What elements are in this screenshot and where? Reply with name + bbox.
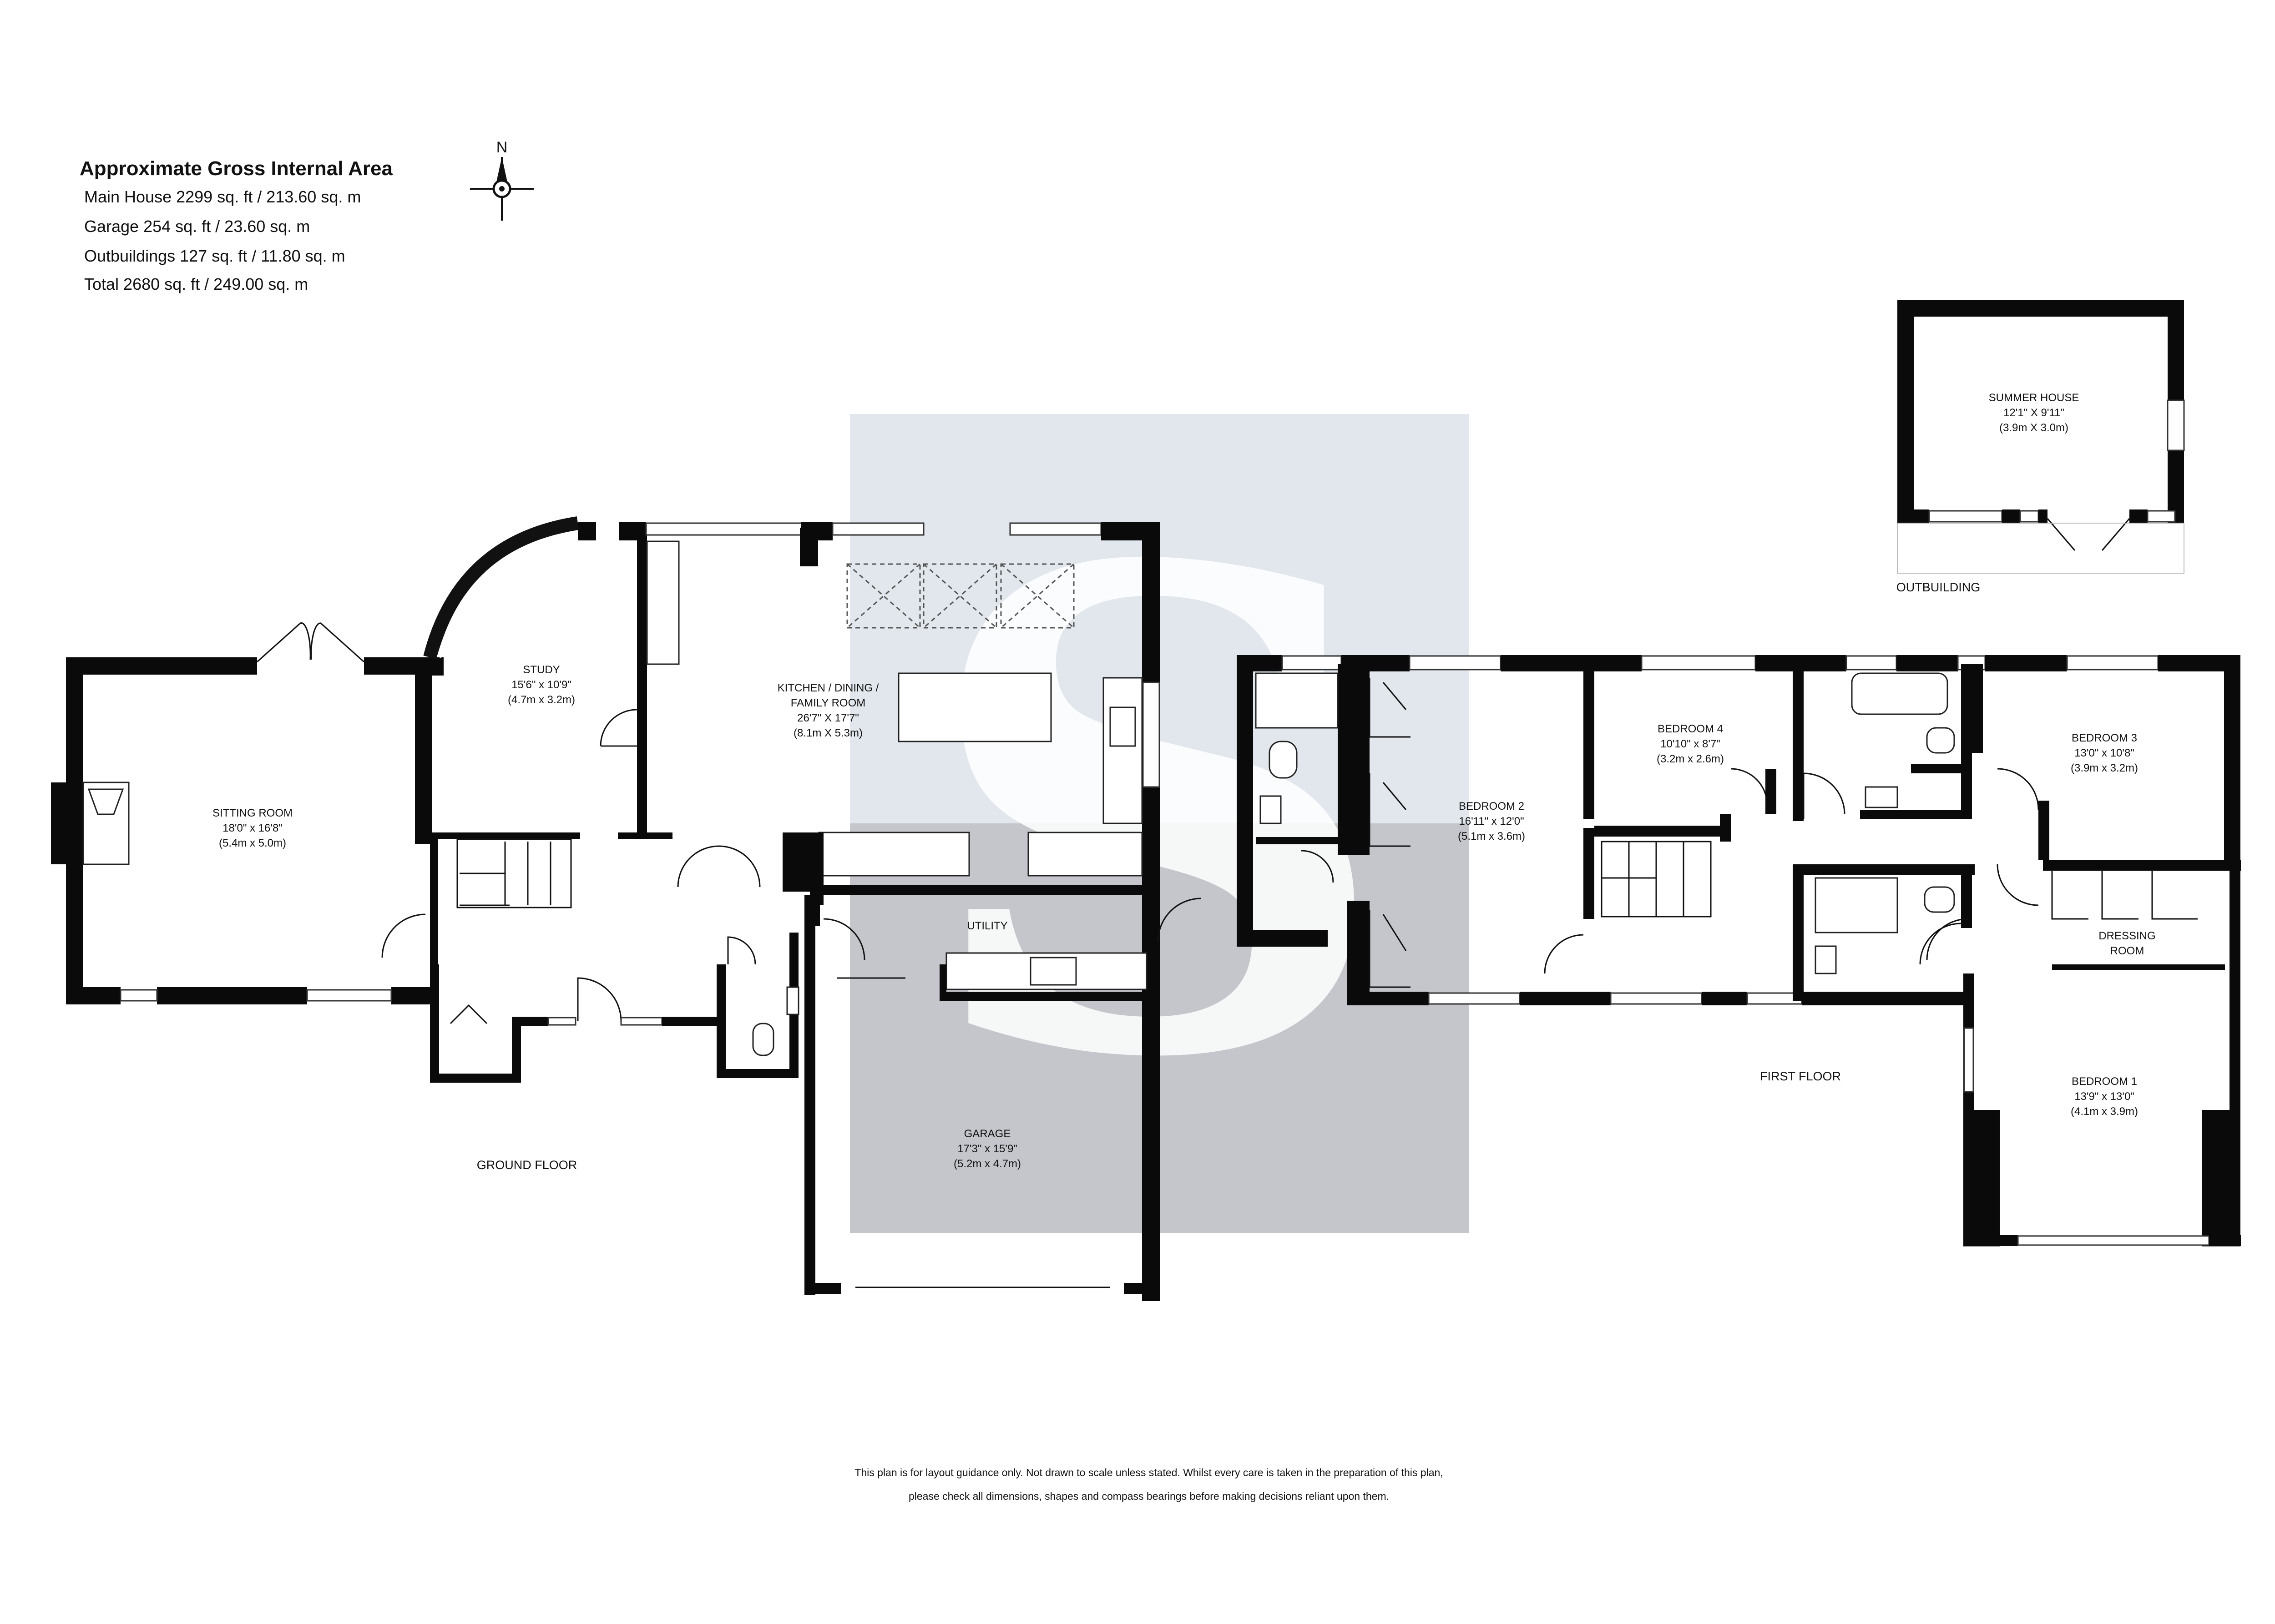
room-dimensions-metric: (3.9m X 3.0m)	[1999, 422, 2068, 434]
room-dimensions-metric: (5.4m x 5.0m)	[219, 837, 286, 849]
disclaimer: This plan is for layout guidance only. N…	[854, 1467, 1443, 1502]
room-name: SITTING ROOM	[212, 807, 293, 819]
room-name: BEDROOM 4	[1658, 723, 1723, 735]
room-dimensions-metric: (4.7m x 3.2m)	[508, 694, 575, 706]
room-bedroom-4: BEDROOM 4 10'10" x 8'7" (3.2m x 2.6m)	[1657, 723, 1724, 765]
room-dressing-room: DRESSING ROOM	[2098, 930, 2155, 957]
room-dimensions-metric: (5.2m x 4.7m)	[954, 1158, 1021, 1170]
compass-north-label: N	[496, 139, 508, 156]
room-dimensions-metric: (4.1m x 3.9m)	[2071, 1105, 2138, 1118]
room-bedroom-3: BEDROOM 3 13'0" x 10'8" (3.9m x 3.2m)	[2071, 732, 2138, 774]
room-dimensions-imperial: 16'11" x 12'0"	[1459, 815, 1524, 827]
room-name: STUDY	[523, 664, 560, 676]
first-floor-caption: FIRST FLOOR	[1760, 1069, 1841, 1083]
first-floor-plan	[1237, 655, 2241, 1246]
room-dimensions-imperial: 13'9" x 13'0"	[2074, 1090, 2134, 1103]
room-dimensions-metric: (3.9m x 3.2m)	[2071, 762, 2138, 774]
compass-rose-icon: N	[470, 139, 534, 221]
room-dimensions-metric: (3.2m x 2.6m)	[1657, 753, 1724, 765]
area-summary-title: Approximate Gross Internal Area	[80, 157, 393, 180]
room-name: SUMMER HOUSE	[1989, 392, 2079, 404]
room-sitting-room: SITTING ROOM 18'0" x 16'8" (5.4m x 5.0m)	[212, 807, 293, 849]
area-line-total: Total 2680 sq. ft / 249.00 sq. m	[84, 275, 308, 293]
outbuilding-caption: OUTBUILDING	[1896, 580, 1981, 594]
room-study: STUDY 15'6" x 10'9" (4.7m x 3.2m)	[508, 664, 575, 706]
room-summer-house: SUMMER HOUSE 12'1" X 9'11" (3.9m X 3.0m)	[1989, 392, 2079, 434]
room-garage: GARAGE 17'3" x 15'9" (5.2m x 4.7m)	[954, 1128, 1021, 1170]
room-dimensions-imperial: 10'10" x 8'7"	[1660, 738, 1720, 750]
room-kitchen-dining-family: KITCHEN / DINING / FAMILY ROOM 26'7" X 1…	[778, 682, 879, 739]
ground-floor-caption: GROUND FLOOR	[477, 1158, 577, 1172]
ground-floor-plan	[51, 516, 1202, 1301]
room-dimensions-imperial: 15'6" x 10'9"	[511, 679, 571, 691]
room-name-line2: ROOM	[2110, 945, 2144, 957]
room-bedroom-2: BEDROOM 2 16'11" x 12'0" (5.1m x 3.6m)	[1458, 800, 1525, 842]
area-summary: Approximate Gross Internal Area Main Hou…	[80, 157, 393, 293]
room-name: BEDROOM 2	[1459, 800, 1524, 812]
room-name: BEDROOM 3	[2072, 732, 2137, 744]
disclaimer-line-2: please check all dimensions, shapes and …	[909, 1490, 1389, 1502]
area-line-garage: Garage 254 sq. ft / 23.60 sq. m	[84, 217, 310, 236]
area-line-main-house: Main House 2299 sq. ft / 213.60 sq. m	[84, 187, 361, 206]
room-dimensions-metric: (8.1m X 5.3m)	[794, 727, 863, 739]
room-utility: UTILITY	[967, 920, 1007, 932]
room-name: BEDROOM 1	[2072, 1075, 2137, 1088]
room-name: GARAGE	[964, 1128, 1011, 1140]
room-dimensions-imperial: 13'0" x 10'8"	[2074, 747, 2134, 759]
area-line-outbuildings: Outbuildings 127 sq. ft / 11.80 sq. m	[84, 247, 345, 265]
room-name-line1: KITCHEN / DINING /	[778, 682, 879, 694]
room-dimensions-metric: (5.1m x 3.6m)	[1458, 830, 1525, 842]
room-dimensions-imperial: 12'1" X 9'11"	[2003, 407, 2064, 419]
room-dimensions-imperial: 17'3" x 15'9"	[957, 1143, 1017, 1155]
room-dimensions-imperial: 26'7" X 17'7"	[797, 712, 859, 724]
room-bedroom-1: BEDROOM 1 13'9" x 13'0" (4.1m x 3.9m)	[2071, 1075, 2138, 1118]
disclaimer-line-1: This plan is for layout guidance only. N…	[854, 1467, 1443, 1478]
outbuilding-plan	[1897, 300, 2185, 574]
room-name-line1: DRESSING	[2098, 930, 2155, 942]
room-name-line2: FAMILY ROOM	[791, 697, 865, 709]
room-name: UTILITY	[967, 920, 1007, 932]
room-dimensions-imperial: 18'0" x 16'8"	[222, 822, 283, 834]
